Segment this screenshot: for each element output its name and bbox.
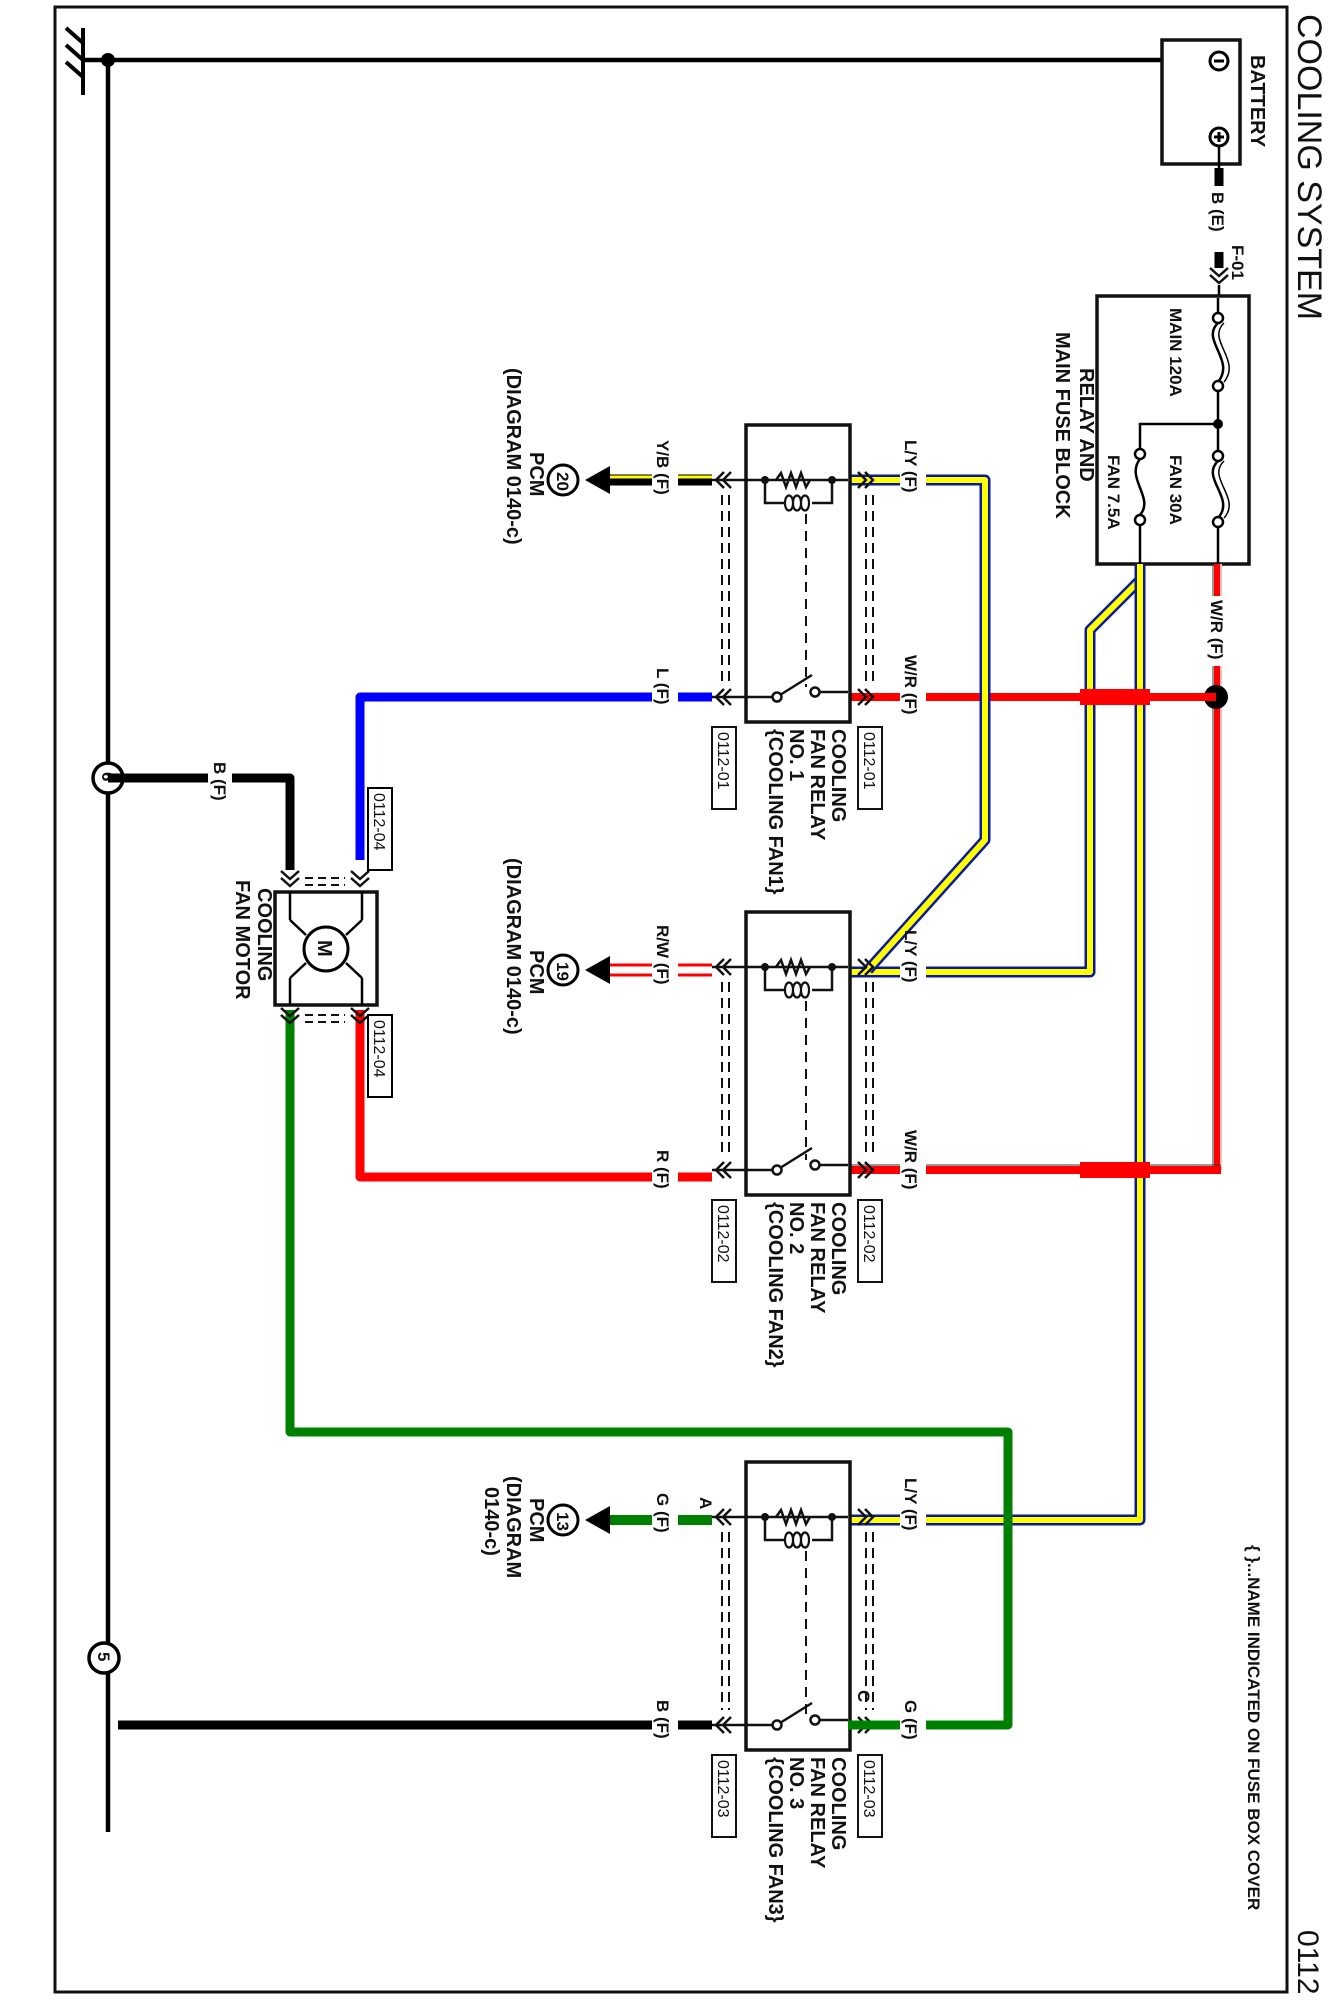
relay2-outputs: R/W (F) 19 PCM (DIAGRAM 0140-c) R (F) bbox=[355, 858, 712, 1189]
relay-name-line: {COOLING FAN2} bbox=[764, 1202, 786, 1368]
svg-text:5: 5 bbox=[94, 1652, 113, 1661]
pcm-arrow-13 bbox=[585, 1506, 610, 1534]
pcm-pin-20: 20 bbox=[553, 472, 572, 491]
wire-label-r: R (F) bbox=[653, 1150, 672, 1189]
wire-label-relay3-l-y: L/Y (F) bbox=[901, 1478, 920, 1531]
fuse-block-label-2: MAIN FUSE BLOCK bbox=[1051, 332, 1073, 519]
motor-label-1: COOLING bbox=[253, 888, 275, 981]
wire-label-relay2-w-r: W/R (F) bbox=[901, 1130, 920, 1189]
diagram-title: COOLING SYSTEM bbox=[1290, 14, 1328, 320]
relay-name-line: COOLING bbox=[827, 1202, 849, 1295]
wire-label-w-r: W/R (F) bbox=[1207, 600, 1226, 659]
svg-text:6: 6 bbox=[98, 772, 117, 781]
connector-0112-04-top: 0112-04 bbox=[370, 793, 387, 851]
wire-label-relay1-l-y: L/Y (F) bbox=[901, 440, 920, 493]
fuse-fan-30a: FAN 30A bbox=[1166, 455, 1185, 525]
connector-label-right: 0112-03 bbox=[860, 1760, 877, 1818]
ground-bus bbox=[64, 26, 1213, 1832]
pcm-ref-3a: (DIAGRAM bbox=[502, 1476, 524, 1578]
wire-label-b-ground: B (F) bbox=[653, 1700, 672, 1739]
pcm-pin-13: 13 bbox=[553, 1512, 572, 1531]
relay-name-line: FAN RELAY bbox=[806, 729, 828, 841]
wire-label-r-w: R/W (F) bbox=[653, 925, 672, 984]
relay-name-line: {COOLING FAN3} bbox=[764, 1757, 786, 1923]
connector-label-right: 0112-01 bbox=[860, 732, 877, 790]
relay-coil-icon bbox=[783, 981, 811, 999]
wire-label-motor-ground: B (F) bbox=[210, 762, 229, 801]
ground-point-5: 5 bbox=[87, 1641, 121, 1675]
relay-coil-icon bbox=[783, 494, 811, 512]
pcm-pin-19: 19 bbox=[553, 962, 572, 981]
pcm-label-2: PCM bbox=[525, 950, 547, 994]
pcm-ref-1: (DIAGRAM 0140-c) bbox=[502, 368, 524, 545]
connector-label-left: 0112-02 bbox=[714, 1205, 731, 1263]
wire-label-g-pcm: G (F) bbox=[653, 1493, 672, 1533]
relay-switch-icon bbox=[779, 1701, 813, 1725]
relay-switch-icon bbox=[779, 1146, 813, 1170]
wire-label-b-e: B (E) bbox=[1208, 192, 1227, 232]
pcm-ref-3b: 0140-c) bbox=[480, 1487, 502, 1556]
relay-coil-icon bbox=[783, 1531, 811, 1549]
relay-name-line: COOLING bbox=[827, 1757, 849, 1850]
battery-label: BATTERY bbox=[1246, 55, 1268, 148]
relay-switch-icon bbox=[779, 673, 813, 697]
fuse-block: MAIN 120A FAN 30A FAN 7.5A RELAY AND MAI… bbox=[1051, 294, 1251, 566]
motor-symbol: M bbox=[313, 940, 335, 957]
relay-name-line: FAN RELAY bbox=[806, 1757, 828, 1869]
page-number: 0112 bbox=[1291, 1930, 1324, 1995]
pcm-ref-2: (DIAGRAM 0140-c) bbox=[502, 858, 524, 1035]
relay-name-line: {COOLING FAN1} bbox=[764, 729, 786, 895]
diagram-frame bbox=[53, 5, 1289, 1994]
wire-label-g-relay3: G (F) bbox=[901, 1700, 920, 1740]
relay-name-line: FAN RELAY bbox=[806, 1202, 828, 1314]
relay-name-line: NO. 2 bbox=[785, 1202, 807, 1254]
battery: BATTERY bbox=[1160, 38, 1268, 166]
fuse-block-label-1: RELAY AND bbox=[1075, 368, 1097, 482]
fuse-main-120a: MAIN 120A bbox=[1166, 308, 1185, 397]
connector-label-right: 0112-02 bbox=[860, 1205, 877, 1263]
relay-name-line: COOLING bbox=[827, 729, 849, 822]
battery-positive-wire: B (E) F-01 bbox=[1208, 146, 1247, 298]
fuse-cover-note: { }...NAME INDICATED ON FUSE BOX COVER bbox=[1244, 1545, 1263, 1910]
pin-a: A bbox=[696, 1497, 715, 1509]
wire-label-l: L (F) bbox=[653, 668, 672, 705]
relay-name-line: NO. 1 bbox=[785, 729, 807, 781]
pcm-arrow-20 bbox=[585, 466, 610, 494]
connector-label-left: 0112-03 bbox=[714, 1760, 731, 1818]
relay1-outputs: Y/B (F) 20 PCM (DIAGRAM 0140-c) L (F) bbox=[355, 368, 712, 860]
pcm-arrow-19 bbox=[585, 956, 610, 984]
connector-0112-04-bottom: 0112-04 bbox=[370, 1020, 387, 1078]
pin-c: C bbox=[854, 1690, 873, 1702]
wire-w-r-feed: W/R (F) W/R (F) W/R (F) bbox=[845, 564, 1231, 1189]
connector-label-left: 0112-01 bbox=[714, 732, 731, 790]
motor-label-2: FAN MOTOR bbox=[231, 880, 253, 1000]
pcm-label-3: PCM bbox=[525, 1498, 547, 1542]
fuse-fan-7-5a: FAN 7.5A bbox=[1104, 455, 1123, 530]
connector-f01: F-01 bbox=[1228, 245, 1247, 280]
wire-l-y-harness: L/Y (F) L/Y (F) L/Y (F) bbox=[847, 440, 1150, 1534]
cooling-fan-motor: B (F) M COOLING FAN MOTOR 0112-04 0112-0… bbox=[108, 762, 393, 1098]
wire-label-relay1-w-r: W/R (F) bbox=[901, 655, 920, 714]
relay3-outputs: G (F) A 13 PCM (DIAGRAM 0140-c) B (F) G … bbox=[118, 1010, 1013, 1740]
wire-label-relay2-l-y: L/Y (F) bbox=[901, 930, 920, 983]
wire-label-y-b: Y/B (F) bbox=[653, 440, 672, 495]
relay-name-line: NO. 3 bbox=[785, 1757, 807, 1809]
pcm-label-1: PCM bbox=[525, 452, 547, 496]
